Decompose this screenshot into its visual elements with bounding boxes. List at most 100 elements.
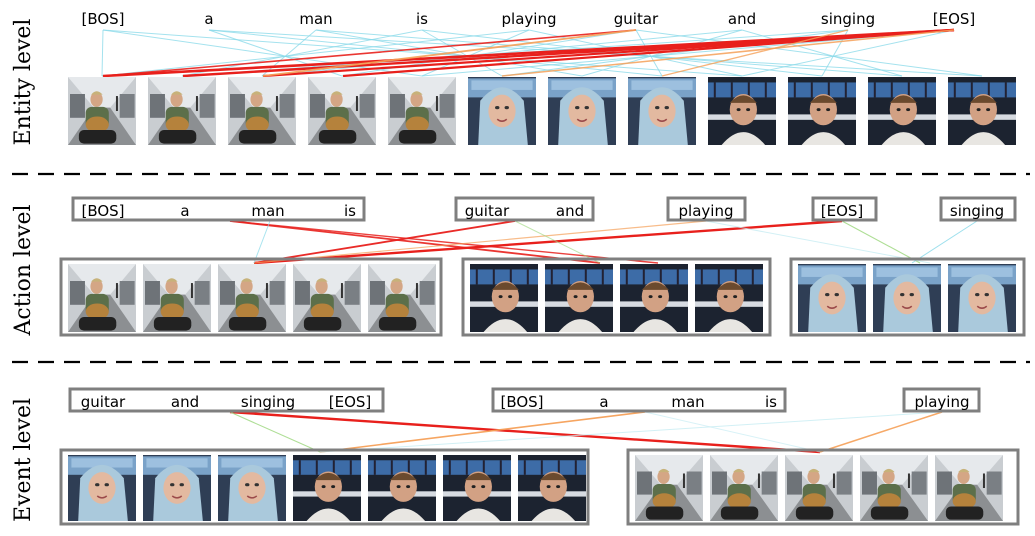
- video-frame-guitar: [218, 264, 286, 332]
- level-label-entity: Entity level: [11, 19, 36, 146]
- frame-group-box: [789, 257, 1026, 337]
- video-frame-hood: [68, 455, 136, 521]
- video-frame-guitar: [388, 77, 456, 145]
- video-frame-hood: [548, 77, 616, 145]
- entity-token: guitar: [614, 10, 659, 28]
- video-frame-station: [695, 264, 763, 332]
- video-frame-guitar: [368, 264, 436, 332]
- event-token: and: [171, 393, 199, 411]
- alignment-link: [229, 411, 321, 453]
- video-frame-guitar: [68, 77, 136, 145]
- alignment-link: [229, 410, 821, 454]
- video-frame-station: [368, 455, 436, 521]
- event-token: playing: [915, 393, 970, 411]
- video-frame-station: [293, 455, 361, 521]
- alignment-link: [514, 220, 601, 264]
- alignment-link: [261, 29, 317, 77]
- alignment-link: [101, 29, 104, 77]
- alignment-link: [705, 220, 931, 264]
- entity-token: and: [728, 10, 756, 28]
- video-frame-guitar: [785, 455, 853, 521]
- alignment-link: [911, 220, 978, 264]
- alignment-link: [342, 28, 955, 78]
- alignment-link: [208, 29, 663, 77]
- action-token: a: [180, 202, 189, 220]
- alignment-link: [319, 411, 943, 453]
- frame-group-box: [59, 448, 590, 526]
- video-frame-station: [948, 77, 1016, 145]
- video-frame-station: [518, 455, 586, 521]
- alignment-link: [644, 411, 821, 453]
- video-frame-guitar: [710, 455, 778, 521]
- event-token: is: [765, 393, 777, 411]
- action-token: and: [556, 202, 584, 220]
- alignment-link: [253, 220, 271, 264]
- alignment-links: [101, 28, 983, 454]
- frame-group-box: [626, 448, 1020, 526]
- alignment-link: [741, 29, 955, 77]
- action-token: man: [251, 202, 284, 220]
- alignment-link: [319, 411, 646, 453]
- event-token: a: [599, 393, 608, 411]
- video-frame-station: [788, 77, 856, 145]
- video-frame-guitar: [635, 455, 703, 521]
- action-tokens: [BOS] a man is guitar and playing [EOS] …: [81, 202, 1004, 220]
- video-frames: [68, 77, 1016, 521]
- video-frame-hood: [873, 264, 941, 332]
- entity-token: [BOS]: [81, 10, 124, 28]
- alignment-link: [661, 29, 849, 77]
- event-token: man: [671, 393, 704, 411]
- video-frame-guitar: [228, 77, 296, 145]
- entity-token: man: [299, 10, 332, 28]
- action-token: singing: [950, 202, 1004, 220]
- alignment-link: [101, 29, 530, 77]
- entity-token: playing: [502, 10, 557, 28]
- entity-token: a: [204, 10, 213, 28]
- level-label-action: Action level: [11, 204, 36, 336]
- video-frame-hood: [628, 77, 696, 145]
- alignment-link: [253, 220, 516, 264]
- level-label-event: Event level: [11, 398, 36, 522]
- event-token: guitar: [81, 393, 126, 411]
- video-frame-guitar: [860, 455, 928, 521]
- alignment-link: [501, 29, 955, 77]
- action-token: [BOS]: [81, 202, 124, 220]
- alignment-link: [635, 29, 983, 77]
- token-group-box: [68, 387, 385, 413]
- alignment-link: [262, 29, 637, 77]
- frame-group-box: [461, 257, 772, 337]
- action-token: guitar: [465, 202, 510, 220]
- entity-token: singing: [821, 10, 875, 28]
- video-frame-hood: [798, 264, 866, 332]
- alignment-link: [741, 29, 903, 77]
- video-frame-hood: [218, 455, 286, 521]
- alignment-link: [253, 220, 707, 264]
- video-frame-station: [708, 77, 776, 145]
- video-frame-guitar: [308, 77, 376, 145]
- token-group-box: [71, 196, 366, 222]
- action-token: is: [344, 202, 356, 220]
- event-token: [BOS]: [500, 393, 543, 411]
- video-frame-hood: [948, 264, 1016, 332]
- alignment-link: [421, 29, 503, 77]
- group-boxes: [59, 196, 1026, 526]
- alignment-link: [819, 411, 943, 453]
- video-frame-station: [443, 455, 511, 521]
- video-frame-guitar: [293, 264, 361, 332]
- alignment-link: [102, 29, 743, 77]
- alignment-link: [261, 29, 743, 77]
- video-frame-hood: [468, 77, 536, 145]
- video-frame-station: [620, 264, 688, 332]
- alignment-link: [102, 29, 637, 77]
- video-frame-station: [470, 264, 538, 332]
- action-token: playing: [679, 202, 734, 220]
- alignment-link: [229, 220, 601, 264]
- video-frame-guitar: [68, 264, 136, 332]
- event-tokens: guitar and singing [EOS] [BOS] a man is …: [81, 393, 970, 411]
- action-token: [EOS]: [821, 202, 864, 220]
- token-group-box: [666, 196, 747, 222]
- token-group-box: [902, 387, 981, 413]
- token-group-box: [454, 196, 595, 222]
- frame-group-box: [59, 257, 443, 337]
